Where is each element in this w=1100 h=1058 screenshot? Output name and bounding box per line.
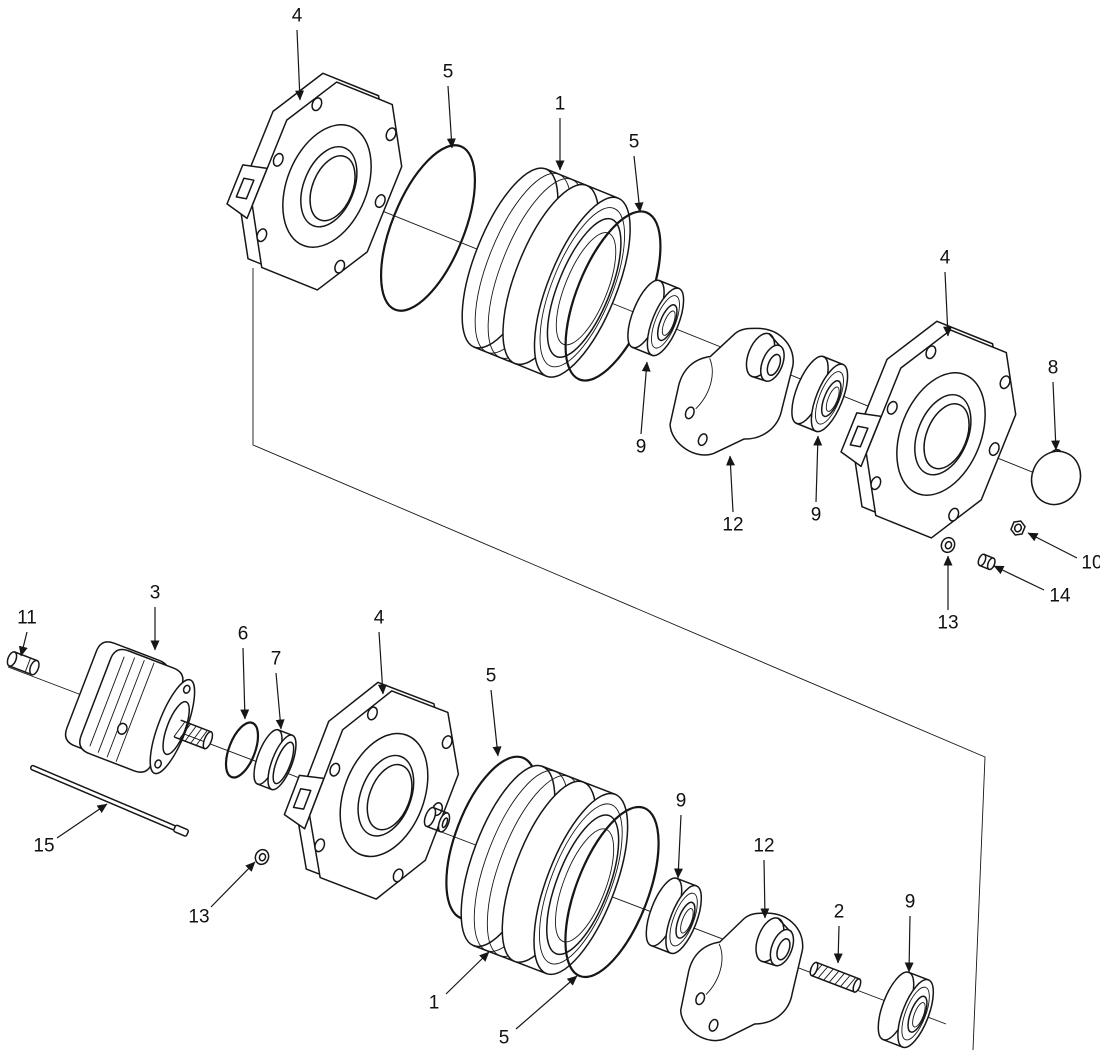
callout-label: 15 [33, 836, 54, 857]
callout-label: 2 [834, 902, 845, 923]
callout-label: 4 [940, 248, 951, 269]
callout-label: 1 [429, 993, 440, 1014]
callout-label: 9 [811, 505, 822, 526]
part-oring-top-1 [379, 144, 477, 312]
callout-stud: 2 [833, 902, 845, 964]
callout-label: 13 [188, 907, 209, 928]
callout-gear-pump: 3 [150, 583, 161, 651]
leader-line [760, 859, 770, 919]
callout-collar: 7 [271, 649, 285, 730]
leader-line [904, 915, 914, 973]
leader-line [445, 951, 490, 995]
callout-label: 8 [1048, 358, 1059, 379]
leader-line [446, 85, 456, 149]
callout-label: 9 [905, 892, 916, 913]
callout-drum-bottom: 1 [429, 951, 490, 1014]
leader-line [726, 455, 736, 513]
callout-label: 3 [150, 583, 161, 604]
callout-label: 12 [722, 515, 743, 536]
leader-line [673, 814, 683, 879]
callout-oring-bottom-2: 5 [499, 975, 578, 1049]
callout-oring-top-2: 5 [629, 132, 644, 213]
callout-nut: 10 [1027, 532, 1100, 574]
callout-oring-top-1: 5 [443, 62, 456, 149]
callout-plug: 14 [993, 565, 1071, 607]
callout-washer-top: 13 [937, 555, 959, 634]
callout-label: 1 [555, 94, 566, 115]
leader-line [1027, 532, 1078, 559]
callout-label: 13 [937, 613, 958, 634]
callout-label: 7 [271, 649, 282, 670]
callout-label: 9 [636, 437, 647, 458]
callout-washer-bottom: 13 [188, 861, 256, 928]
assembly-connector-line [252, 268, 986, 1051]
leader-line [490, 689, 502, 757]
part-small-oring [224, 721, 260, 779]
part-oring-bottom-2 [564, 805, 660, 979]
leader-line [813, 435, 823, 503]
callout-label: 5 [499, 1028, 510, 1049]
leader-line [18, 631, 28, 657]
callout-flange-top-right: 4 [940, 248, 953, 337]
callout-label: 10 [1081, 553, 1100, 574]
leader-line [833, 925, 843, 964]
callout-bearing-bottom-2: 9 [904, 892, 916, 973]
leader-line [993, 565, 1045, 591]
leader-line [275, 672, 285, 730]
leader-line [295, 29, 305, 101]
callout-flange-top-left: 4 [292, 6, 305, 101]
callout-label: 5 [486, 666, 497, 687]
callout-bearing-bottom-1: 9 [673, 791, 687, 879]
callout-yoke-top: 12 [722, 455, 744, 536]
callout-bearing-top-1: 9 [636, 361, 651, 458]
callout-label: 12 [753, 836, 774, 857]
leader-line [633, 155, 644, 213]
leader-line [1051, 381, 1061, 451]
leader-line [240, 647, 250, 720]
leader-line [56, 803, 108, 839]
callout-tie-rod: 15 [33, 803, 108, 857]
callout-label: 11 [17, 608, 37, 629]
leader-line [210, 861, 256, 908]
callout-label: 4 [374, 608, 385, 629]
callouts-layer: 4 5 1 5 9 12 9 4 [17, 6, 1100, 1049]
part-gear-pump [64, 641, 214, 775]
callout-label: 5 [443, 62, 454, 83]
callout-label: 5 [629, 132, 640, 153]
callout-bearing-top-2: 9 [811, 435, 823, 526]
callout-oring-bottom-1: 5 [486, 666, 502, 757]
callout-small-oring: 6 [238, 624, 250, 720]
callout-yoke-bottom: 12 [753, 836, 775, 919]
callout-drum-top: 1 [555, 94, 566, 171]
callout-end-cap: 8 [1048, 358, 1061, 451]
leader-line [377, 631, 387, 695]
part-end-cap [1030, 448, 1082, 506]
callout-pin: 11 [17, 608, 37, 657]
leader-line [640, 361, 651, 435]
callout-flange-bottom: 4 [374, 608, 387, 695]
callout-label: 4 [292, 6, 303, 27]
leader-line [515, 975, 578, 1030]
part-tie-rod [30, 764, 189, 837]
callout-label: 9 [676, 791, 687, 812]
callout-label: 14 [1049, 586, 1071, 607]
callout-label: 6 [238, 624, 249, 645]
leader-line [943, 271, 953, 337]
